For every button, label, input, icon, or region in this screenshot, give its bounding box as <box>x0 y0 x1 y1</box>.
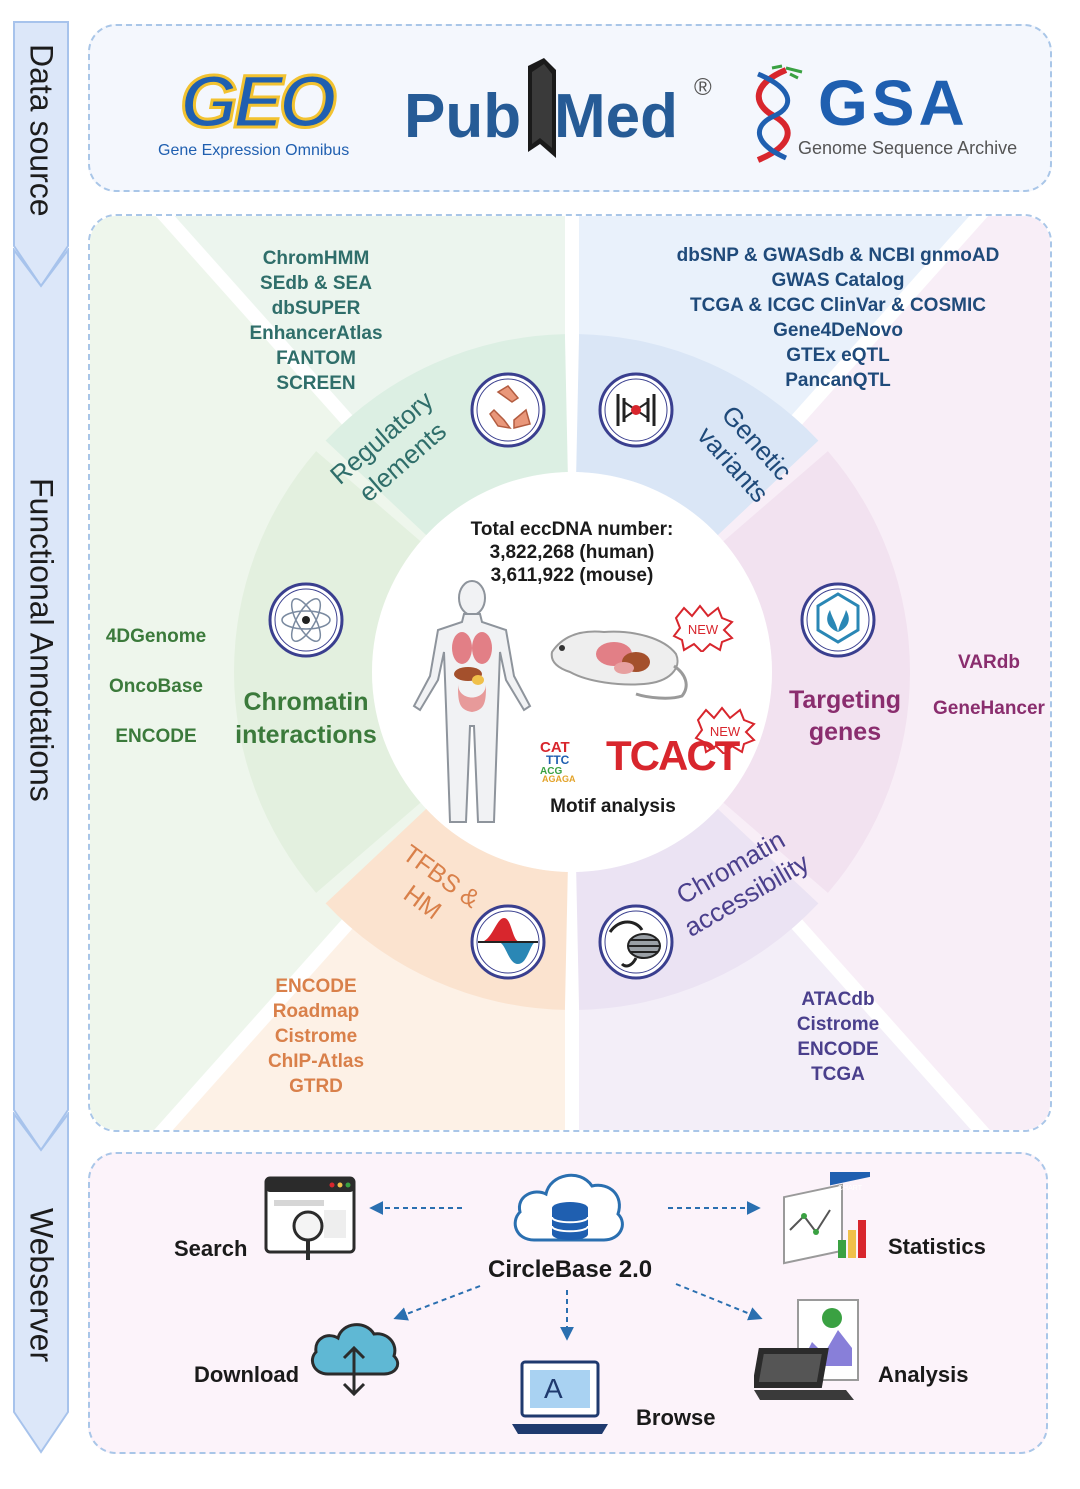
db-item-regulatory: SCREEN <box>276 373 356 394</box>
laptop-analysis-icon[interactable] <box>754 1296 864 1406</box>
svg-text:ACG: ACG <box>540 766 562 777</box>
pubmed-text-pub: Pub <box>404 82 522 151</box>
gsa-subtitle: Genome Sequence Archive <box>798 138 1018 158</box>
db-item-genetic: GWAS Catalog <box>771 270 905 291</box>
db-list-genetic: dbSNP & GWASdb & NCBI gnmoAD GWAS Catalog… <box>668 243 1008 393</box>
db-item-genetic: GTEx eQTL <box>786 345 890 366</box>
db-item-genetic: TCGA & ICGC ClinVar & COSMIC <box>690 295 986 316</box>
hub-label: CircleBase 2.0 <box>488 1256 653 1283</box>
browse-label[interactable]: Browse <box>636 1405 716 1430</box>
geo-logo-text: GEO <box>178 60 338 143</box>
sidebar-label-functional-annotations: Functional Annotations <box>23 478 60 802</box>
db-item-regulatory: EnhancerAtlas <box>249 323 383 344</box>
data-source-panel <box>88 24 1052 192</box>
db-item-targeting: GeneHancer <box>933 698 1045 719</box>
geo-subtitle: Gene Expression Omnibus <box>158 142 350 159</box>
svg-text:NEW: NEW <box>710 724 741 739</box>
svg-text:CAT: CAT <box>540 739 570 756</box>
chromatin-loop-icon[interactable] <box>596 370 676 450</box>
db-item-accessibility: ENCODE <box>797 1039 879 1060</box>
motif-analysis-label: Motif analysis <box>550 796 676 817</box>
db-item-regulatory: SEdb & SEA <box>260 273 372 294</box>
lotus-icon[interactable] <box>798 580 878 660</box>
db-item-tfbs: Cistrome <box>274 1026 358 1047</box>
db-item-accessibility: Cistrome <box>796 1014 880 1035</box>
db-item-genetic: dbSNP & GWASdb & NCBI gnmoAD <box>676 245 1000 266</box>
gsa-logo-text: GSA <box>818 67 969 139</box>
new-badge-motif: NEW <box>694 706 756 754</box>
cloud-download-icon[interactable] <box>306 1318 402 1398</box>
svg-text:CHART: CHART <box>838 1185 863 1192</box>
nucleosome-icon[interactable] <box>596 902 676 982</box>
sidebar-arrow-webserver <box>13 1112 69 1454</box>
eccdna-total: Total eccDNA number: 3,822,268 (human) 3… <box>452 518 692 587</box>
atom-icon[interactable] <box>266 580 346 660</box>
eccdna-mouse-count: 3,611,922 (mouse) <box>490 565 654 586</box>
db-item-accessibility: ATACdb <box>801 989 875 1010</box>
eccdna-total-label: Total eccDNA number: <box>470 519 674 540</box>
statistics-label[interactable]: Statistics <box>888 1234 986 1259</box>
arrow-to-analysis <box>675 1283 763 1321</box>
cloud-database-icon[interactable] <box>506 1164 628 1248</box>
human-body-icon <box>412 580 532 823</box>
db-item-interactions: ENCODE <box>115 726 197 747</box>
recycle-icon[interactable] <box>468 370 548 450</box>
geo-logo[interactable]: GEO Gene Expression Omnibus <box>150 60 390 172</box>
db-item-targeting: VARdb <box>958 652 1020 673</box>
svg-text:NEW: NEW <box>688 622 719 637</box>
eccdna-human-count: 3,822,268 (human) <box>489 542 655 563</box>
search-window-icon[interactable] <box>264 1176 356 1264</box>
sidebar-arrow-data-source <box>13 21 69 288</box>
db-item-genetic: PancanQTL <box>785 370 891 391</box>
db-item-regulatory: dbSUPER <box>271 298 361 319</box>
svg-text:AGAGA: AGAGA <box>542 774 576 782</box>
functional-annotations-panel <box>88 214 1052 1132</box>
pubmed-registered-mark: ® <box>694 74 712 101</box>
db-item-interactions: OncoBase <box>109 676 203 697</box>
db-item-regulatory: ChromHMM <box>262 248 370 269</box>
download-label[interactable]: Download <box>194 1362 300 1387</box>
pubmed-logo[interactable]: Pub Med ® <box>404 56 734 166</box>
db-item-interactions: 4DGenome <box>105 626 207 647</box>
analysis-label[interactable]: Analysis <box>878 1362 969 1387</box>
db-item-genetic: Gene4DeNovo <box>773 320 903 341</box>
sidebar-arrow-functional-annotations <box>13 248 69 1152</box>
pubmed-text-med: Med <box>554 82 678 151</box>
gsa-logo[interactable]: GSA Genome Sequence Archive <box>742 64 1032 172</box>
pubmed-book-icon <box>528 58 556 158</box>
motif-logo-text: TCACT <box>606 732 740 779</box>
svg-text:TTC: TTC <box>546 753 570 767</box>
motif-stack-icon: CAT TTC ACG AGAGA <box>540 739 576 782</box>
db-item-tfbs: ENCODE <box>275 976 357 997</box>
peak-signal-icon[interactable] <box>468 902 548 982</box>
motif-logo: CAT TTC ACG AGAGA TCACT <box>538 732 740 784</box>
db-item-accessibility: TCGA <box>811 1064 865 1085</box>
ring-segment-interactions <box>233 451 421 893</box>
statistics-chart-icon[interactable]: CHART <box>780 1172 880 1268</box>
search-label[interactable]: Search <box>174 1236 248 1261</box>
db-item-regulatory: FANTOM <box>276 348 356 369</box>
db-item-tfbs: GTRD <box>289 1076 343 1097</box>
sidebar-label-webserver: Webserver <box>23 1207 60 1363</box>
sidebar-label-data-source: Data source <box>23 43 60 217</box>
svg-text:A: A <box>544 1373 563 1404</box>
arrow-to-download <box>393 1285 481 1321</box>
dna-helix-icon <box>755 64 803 163</box>
db-item-tfbs: Roadmap <box>272 1001 360 1022</box>
new-badge-mouse: NEW <box>672 604 734 652</box>
laptop-browse-icon[interactable]: A <box>510 1358 610 1436</box>
mouse-icon <box>550 630 688 700</box>
ring-segment-targeting <box>723 451 911 893</box>
db-item-tfbs: ChIP-Atlas <box>267 1051 365 1072</box>
